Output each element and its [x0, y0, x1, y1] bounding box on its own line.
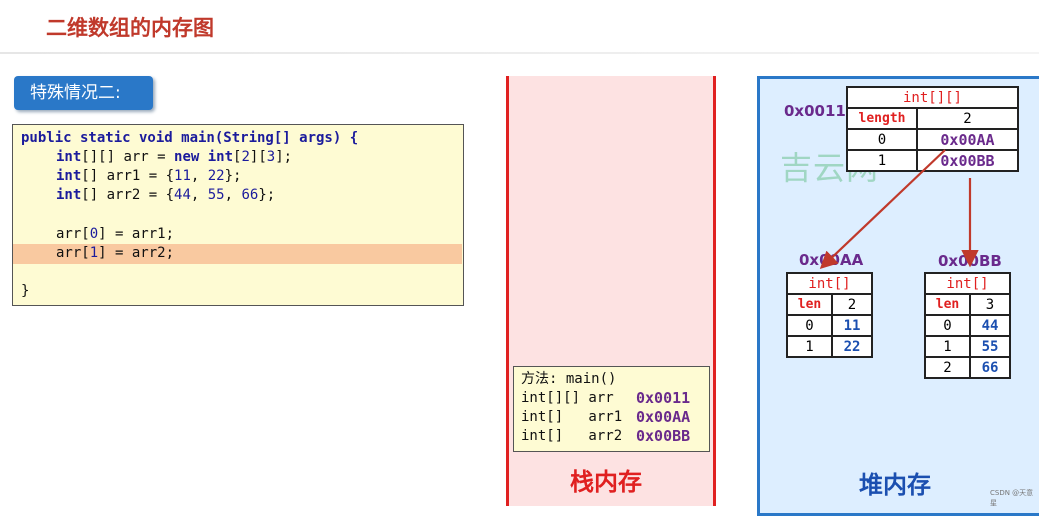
number-literal: 66: [241, 187, 259, 203]
number-literal: 3: [266, 149, 276, 165]
number-literal: 55: [207, 187, 225, 203]
frame-method: 方法: main(): [521, 371, 617, 387]
code-line-3: int[] arr1 = {11, 22};: [56, 167, 241, 186]
stack-memory-label: 栈内存: [570, 468, 642, 496]
code-text: [199, 149, 207, 165]
code-text: ];: [275, 149, 293, 165]
array-type-header: int[]: [786, 272, 873, 295]
outer-array-address: 0x0011: [784, 102, 846, 120]
code-text: ,: [224, 187, 242, 203]
number-literal: 1: [89, 245, 99, 261]
length-value: 2: [916, 107, 1019, 130]
frame-var-decl: int[] arr1: [521, 409, 623, 425]
code-text: ,: [190, 187, 208, 203]
code-text: [: [233, 149, 242, 165]
code-text: public static void main(String[] args) {: [21, 130, 359, 146]
index-cell: 0: [924, 314, 971, 337]
length-label: length: [846, 107, 918, 130]
index-cell: 2: [924, 356, 971, 379]
code-text: ][: [249, 149, 267, 165]
frame-var-decl: int[][] arr: [521, 390, 614, 406]
code-line-6: arr[0] = arr1;: [56, 225, 174, 244]
frame-var-value: 0x00BB: [636, 427, 691, 445]
keyword: int: [56, 187, 82, 203]
code-text: [] arr2 = {: [81, 187, 175, 203]
length-value: 3: [969, 293, 1011, 316]
code-text: ,: [190, 168, 208, 184]
frame-var-value: 0x00AA: [636, 408, 691, 426]
code-text: };: [258, 187, 276, 203]
code-line-2: int[][] arr = new int[2][3];: [56, 148, 292, 167]
length-label: len: [924, 293, 971, 316]
credit-text: CSDN @天意星: [990, 489, 1034, 507]
value-cell: 22: [831, 335, 873, 358]
page-title: 二维数组的内存图: [46, 16, 214, 40]
pointer-cell: 0x00AA: [916, 128, 1019, 151]
number-literal: 22: [207, 168, 225, 184]
pointer-cell: 0x00BB: [916, 149, 1019, 172]
keyword: int: [207, 149, 234, 165]
code-text: [] arr1 = {: [81, 168, 175, 184]
code-line-9: }: [21, 283, 30, 299]
case-badge: 特殊情况二:: [14, 76, 153, 110]
number-literal: 2: [241, 149, 250, 165]
length-value: 2: [831, 293, 873, 316]
heap-memory-label: 堆内存: [859, 471, 931, 499]
value-cell: 44: [969, 314, 1011, 337]
index-cell: 1: [786, 335, 833, 358]
arr2-address: 0x00BB: [938, 252, 1002, 270]
main-stack-frame: 方法: main() int[][] arr 0x0011 int[] arr1…: [513, 366, 710, 452]
code-line-7: arr[1] = arr2;: [56, 244, 174, 263]
code-text: arr[: [56, 245, 90, 261]
keyword: new: [174, 149, 200, 165]
code-panel: public static void main(String[] args) {…: [12, 124, 464, 306]
code-text: ] = arr2;: [98, 245, 175, 261]
frame-var-decl: int[] arr2: [521, 428, 623, 444]
index-cell: 0: [786, 314, 833, 337]
keyword: int: [56, 149, 82, 165]
array-type-header: int[][]: [846, 86, 1019, 109]
code-text: [][] arr =: [81, 149, 175, 165]
title-divider: [0, 52, 1039, 54]
value-cell: 55: [969, 335, 1011, 358]
code-text: };: [224, 168, 242, 184]
highlighted-line: [13, 244, 462, 264]
index-cell: 1: [846, 149, 918, 172]
value-cell: 11: [831, 314, 873, 337]
length-label: len: [786, 293, 833, 316]
code-line-1: public static void main(String[] args) {: [21, 129, 358, 148]
number-literal: 11: [174, 168, 191, 184]
value-cell: 66: [969, 356, 1011, 379]
number-literal: 44: [174, 187, 191, 203]
code-text: arr[: [56, 226, 90, 242]
number-literal: 0: [89, 226, 99, 242]
code-text: ] = arr1;: [98, 226, 175, 242]
arr1-address: 0x00AA: [799, 251, 864, 269]
frame-var-value: 0x0011: [636, 389, 691, 407]
array-type-header: int[]: [924, 272, 1011, 295]
index-cell: 0: [846, 128, 918, 151]
code-line-4: int[] arr2 = {44, 55, 66};: [56, 186, 275, 205]
keyword: int: [56, 168, 82, 184]
index-cell: 1: [924, 335, 971, 358]
